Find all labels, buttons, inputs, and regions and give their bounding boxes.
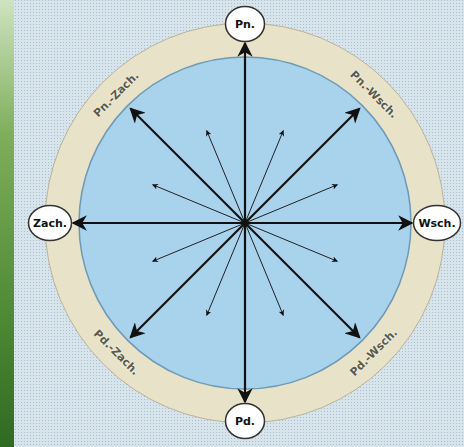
direction-circle: Pn. (224, 5, 266, 43)
direction-label: Wsch. (418, 217, 455, 230)
direction-label: Pn. (235, 18, 255, 31)
direction-arrow (73, 222, 412, 224)
direction-circle: Pd. (224, 402, 266, 440)
direction-circle: Zach. (27, 204, 73, 242)
direction-label: Pd. (235, 415, 255, 428)
direction-label: Zach. (33, 217, 67, 230)
direction-circle: Wsch. (412, 204, 462, 242)
